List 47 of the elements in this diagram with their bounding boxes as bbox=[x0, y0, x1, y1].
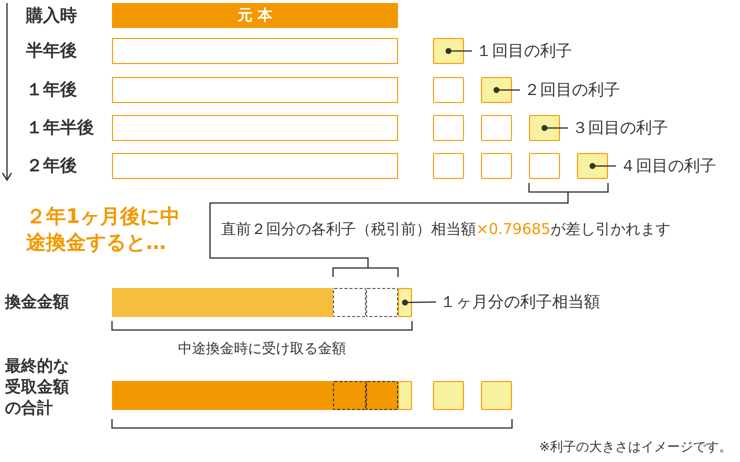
leader-line bbox=[494, 87, 520, 93]
leader-line bbox=[590, 163, 616, 169]
square-box bbox=[333, 381, 366, 410]
row-label: １年半後 bbox=[26, 117, 95, 140]
square-box bbox=[433, 115, 464, 141]
row-label: 最終的な受取金額の合計 bbox=[5, 356, 70, 418]
amount-bar bbox=[112, 38, 398, 64]
leader-label: ４回目の利子 bbox=[620, 154, 738, 178]
note-text: が差し引かれます bbox=[550, 220, 671, 238]
row-label: ２年後 bbox=[26, 155, 78, 178]
leader-line bbox=[402, 300, 436, 306]
note-text: 直前２回分の各利子（税引前）相当額 bbox=[221, 220, 476, 238]
leader-label: ３回目の利子 bbox=[572, 116, 692, 140]
footnote-text: ※利子の大きさはイメージです。 bbox=[538, 440, 732, 457]
square-box bbox=[366, 288, 398, 317]
square-box bbox=[529, 153, 560, 179]
square-box bbox=[433, 38, 464, 64]
square-box bbox=[577, 153, 608, 179]
square-box bbox=[481, 77, 512, 103]
amount-bar bbox=[112, 381, 398, 410]
amount-bar bbox=[112, 288, 333, 317]
highlight-text: ２年1ヶ月後に中途換金すると… bbox=[26, 203, 181, 255]
square-box bbox=[398, 381, 412, 410]
row-label: 換金金額 bbox=[5, 292, 70, 313]
row-label: 半年後 bbox=[26, 40, 78, 62]
bracket-label: 中途換金時に受け取る金額 bbox=[177, 340, 347, 358]
square-box bbox=[433, 77, 464, 103]
row-label: １年後 bbox=[26, 79, 78, 102]
square-box bbox=[398, 288, 412, 317]
amount-bar bbox=[112, 153, 398, 179]
square-box bbox=[433, 381, 464, 410]
amount-bar bbox=[112, 115, 398, 141]
leader-line bbox=[542, 125, 568, 131]
leader-label: １ヶ月分の利子相当額 bbox=[440, 290, 640, 314]
leader-label: １回目の利子 bbox=[476, 39, 596, 63]
row-label: 購入時 bbox=[26, 5, 78, 28]
square-box bbox=[481, 381, 512, 410]
leader-line bbox=[446, 48, 472, 54]
square-box bbox=[333, 288, 366, 317]
principal-bar: 元 本 bbox=[112, 3, 398, 28]
amount-bar bbox=[112, 77, 398, 103]
note-text: ×0.79685 bbox=[476, 220, 551, 238]
square-box bbox=[481, 115, 512, 141]
square-box bbox=[433, 153, 464, 179]
square-box bbox=[481, 153, 512, 179]
leader-label: ２回目の利子 bbox=[524, 78, 644, 102]
square-box bbox=[529, 115, 560, 141]
